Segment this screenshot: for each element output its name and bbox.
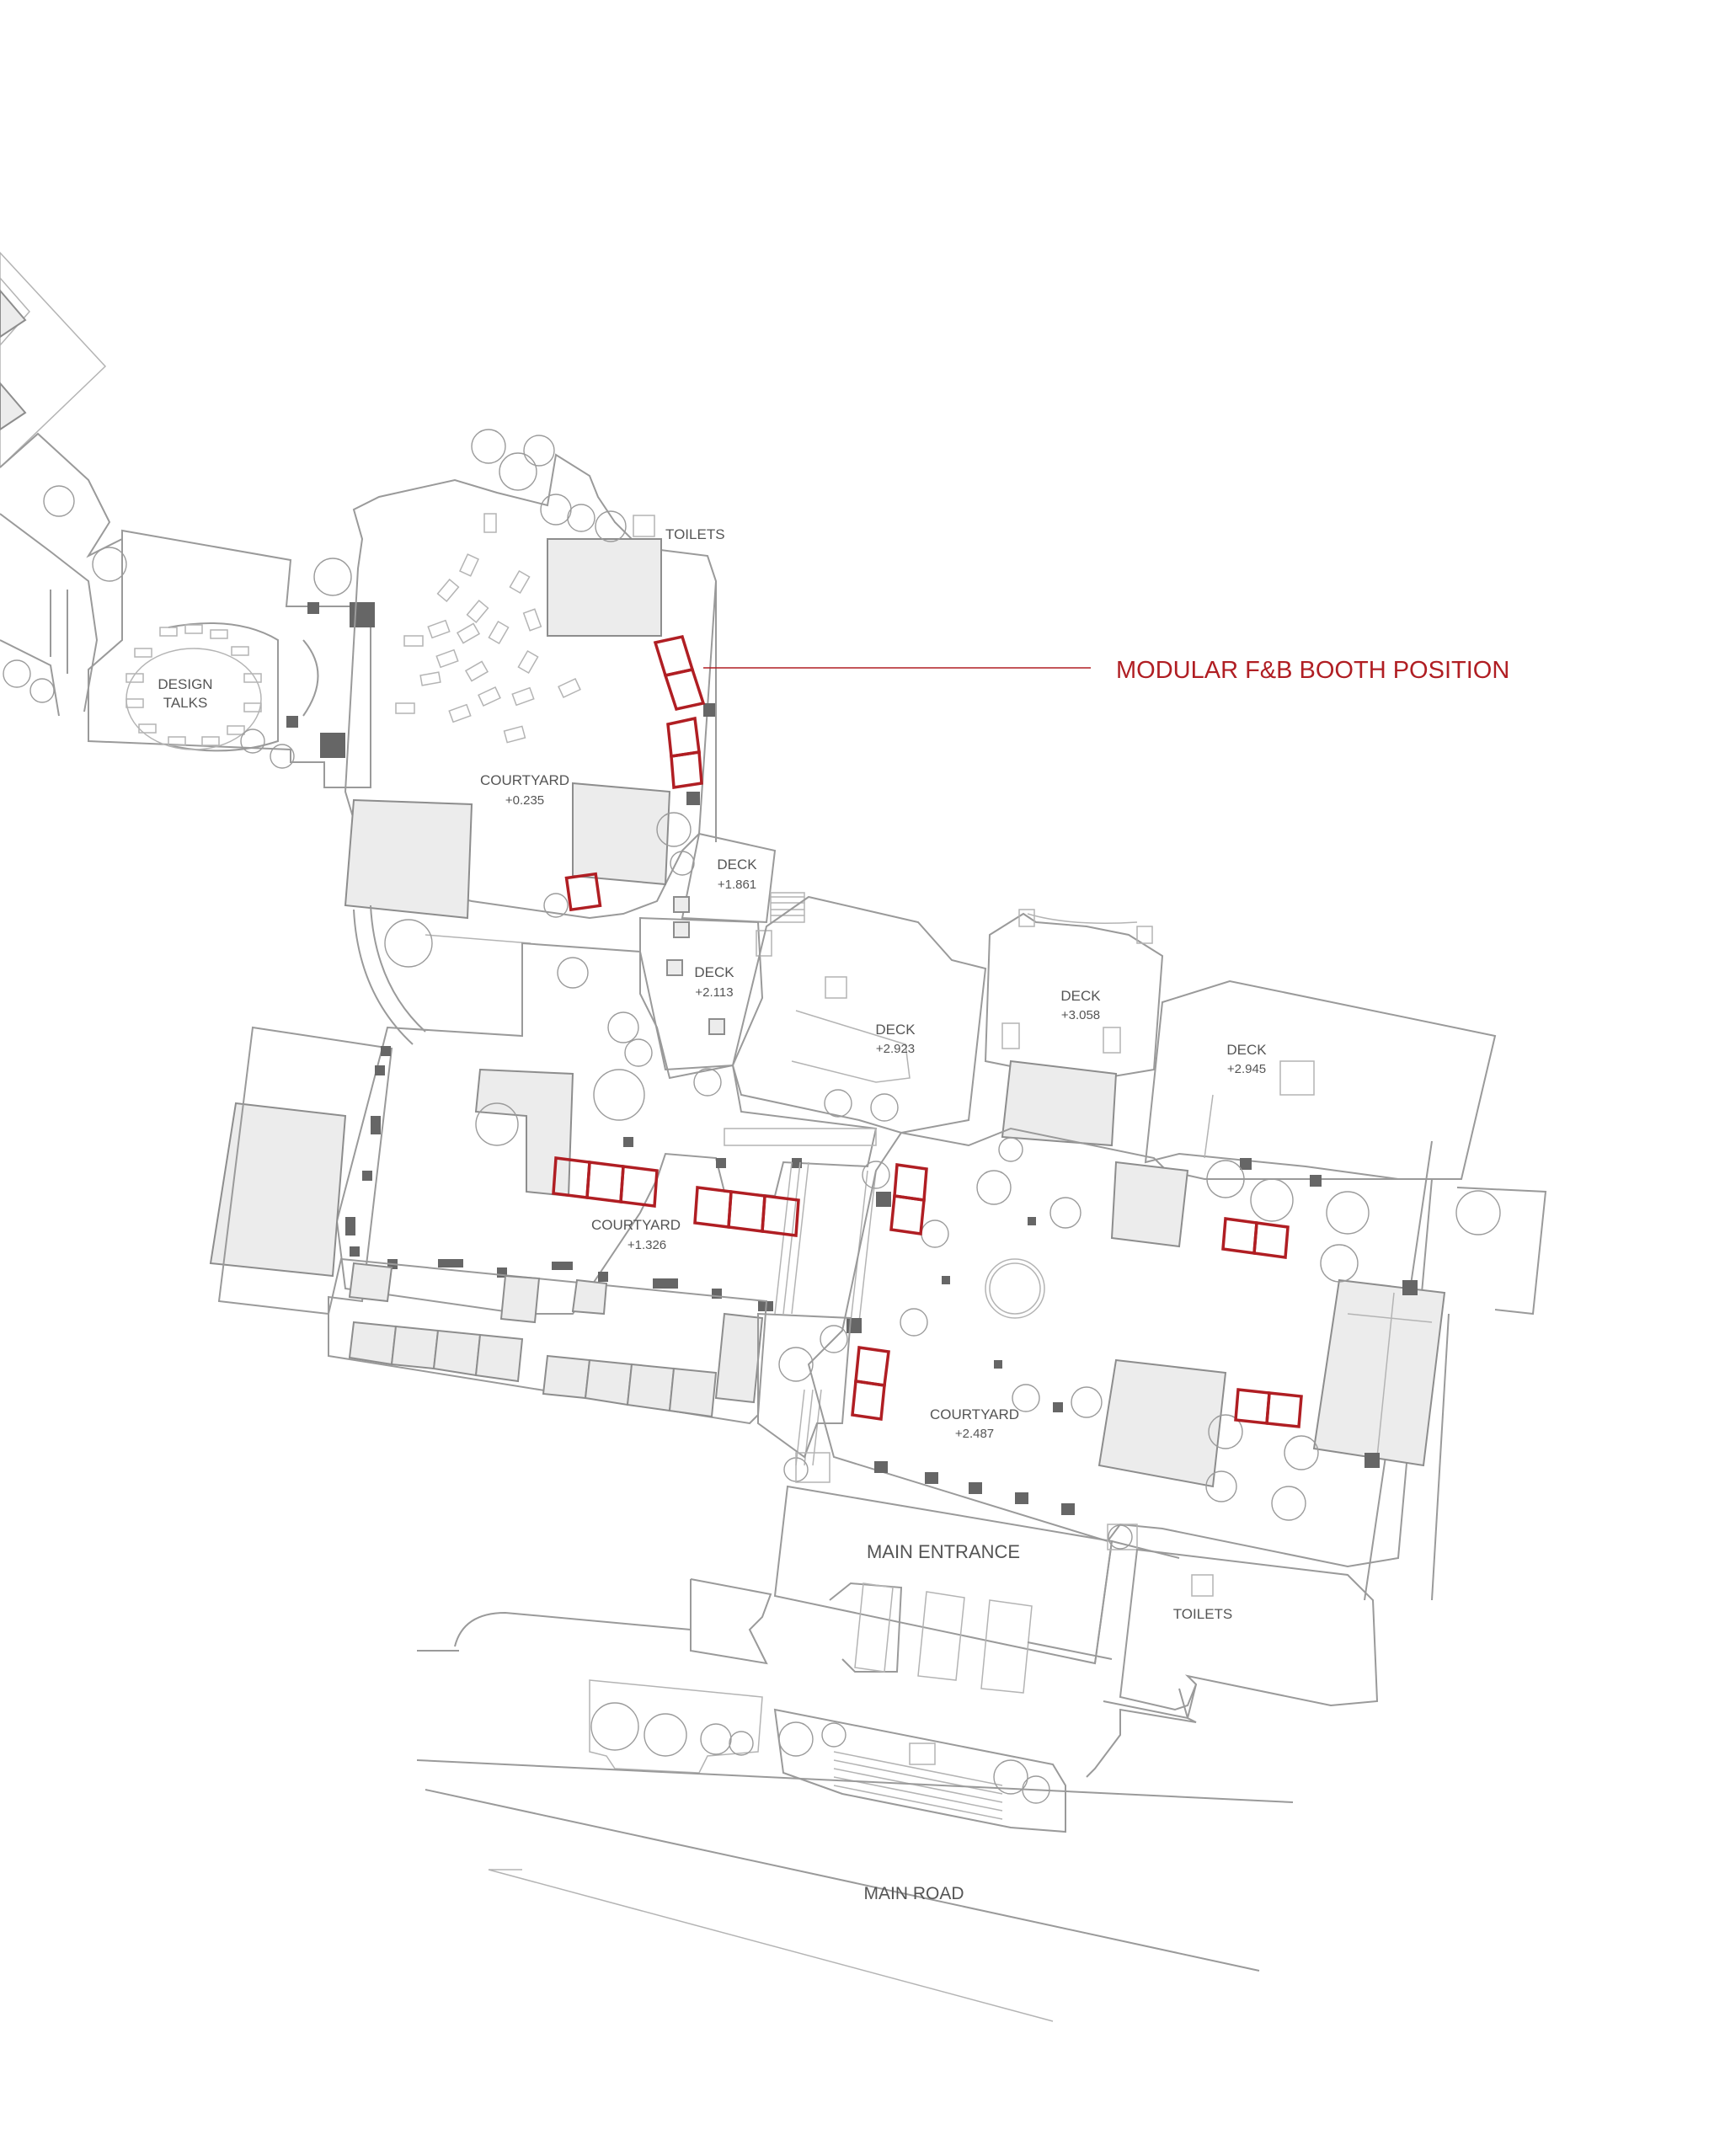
columns-courtyard-east (846, 1158, 1418, 1515)
tree-design-talks (240, 558, 352, 769)
tree-cluster-east (862, 1137, 1501, 1521)
legend-label: MODULAR F&B BOOTH POSITION (1116, 657, 1509, 684)
columns-courtyard-west (345, 1046, 802, 1311)
south-west-courtyard (757, 1312, 852, 1483)
courtyard-west (209, 905, 878, 1425)
booth-group-courtyard-west (552, 1156, 659, 1208)
design-talks-label-2: TALKS (163, 695, 208, 711)
shop-units (348, 1262, 764, 1418)
toilets-top-label: TOILETS (665, 526, 725, 542)
tree-forecourt (590, 1702, 1050, 1804)
west-wing-fragment (0, 251, 127, 717)
courtyard-north-seating (395, 513, 581, 744)
courtyard-3-level: +2.487 (955, 1427, 994, 1441)
booth-group-north-2 (666, 716, 703, 790)
booth-group-deck-5 (1221, 1217, 1290, 1259)
courtyard-1-level: +0.235 (505, 793, 544, 808)
tree-cluster-west (3, 485, 127, 703)
deck-5-level: +2.945 (1227, 1062, 1266, 1076)
seating-ring (126, 624, 262, 746)
design-talks-label-1: DESIGN (158, 676, 212, 692)
design-talks-pavilion (88, 529, 375, 788)
courtyard-north (344, 429, 718, 920)
deck-2-name: DECK (694, 964, 734, 980)
road-and-forecourt (416, 1611, 1294, 2022)
deck-3-level: +2.923 (876, 1042, 915, 1056)
booth-group-east-1 (889, 1163, 928, 1235)
deck-3-name: DECK (875, 1022, 916, 1038)
deck-1-name: DECK (717, 857, 757, 873)
booth-group-north (653, 634, 706, 712)
booth-single-deck (564, 872, 602, 912)
steps-forecourt (833, 1751, 1003, 1820)
courtyard-east (807, 1127, 1501, 1568)
main-entrance-label: MAIN ENTRANCE (867, 1541, 1020, 1562)
main-road-label: MAIN ROAD (863, 1884, 964, 1903)
deck-2-level: +2.113 (695, 985, 733, 1000)
courtyard-1-name: COURTYARD (480, 772, 569, 788)
deck-4-level: +3.058 (1061, 1008, 1100, 1022)
deck-4-name: DECK (1060, 988, 1101, 1004)
deck-3 (731, 895, 987, 1134)
courtyard-2-name: COURTYARD (591, 1217, 681, 1233)
courtyard-2-level: +1.326 (628, 1238, 666, 1252)
tree-courtyard-west (384, 919, 722, 1146)
toilets-bottom-label: TOILETS (1173, 1606, 1233, 1622)
toilets-south-east (1086, 1548, 1379, 1778)
main-entrance (690, 1485, 1180, 1694)
central-stair (774, 1161, 877, 1466)
decks-west (639, 832, 805, 1080)
tree-deck-3 (824, 1089, 899, 1122)
deck-1-level: +1.861 (718, 878, 756, 892)
fnb-booths (552, 634, 1303, 1428)
deck-5-name: DECK (1226, 1042, 1267, 1058)
courtyard-3-name: COURTYARD (930, 1406, 1019, 1422)
booth-group-courtyard-centre (693, 1186, 800, 1237)
booth-group-east-2 (851, 1346, 890, 1421)
booth-group-south-east (1234, 1388, 1303, 1428)
deck-4 (984, 909, 1164, 1147)
